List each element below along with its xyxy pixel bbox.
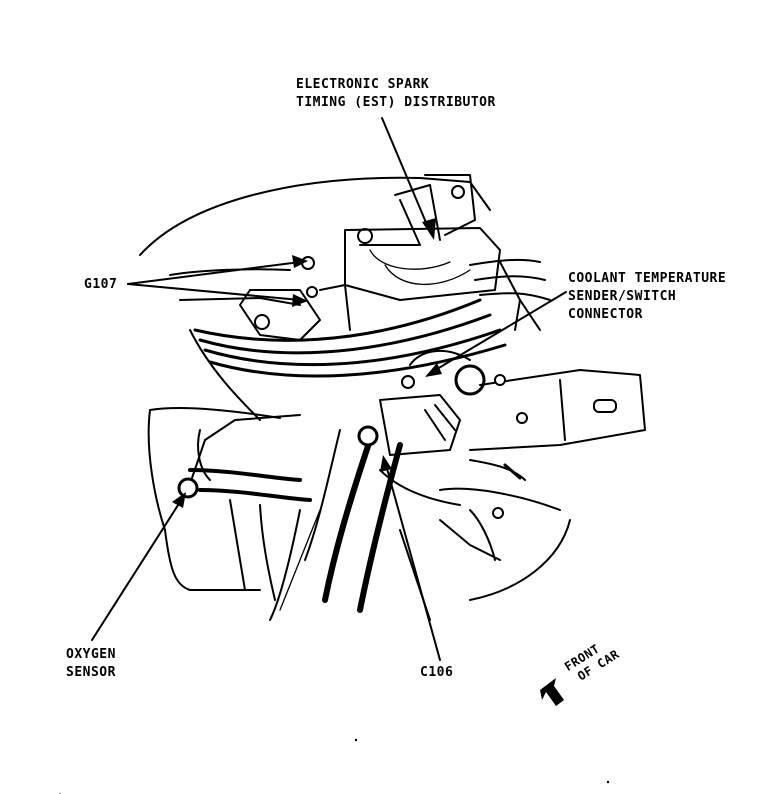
est-distributor-label-line2: TIMING (EST) DISTRIBUTOR — [296, 95, 496, 110]
front-of-car-arrow — [540, 678, 564, 706]
oxygen-sensor-label: OXYGEN SENSOR — [66, 646, 116, 682]
coolant-sender-label: COOLANT TEMPERATURE SENDER/SWITCH CONNEC… — [568, 270, 726, 324]
engine-drawing — [59, 174, 646, 794]
est-distributor-label: ELECTRONIC SPARK TIMING (EST) DISTRIBUTO… — [296, 76, 496, 112]
coolant-sender-label-line3: CONNECTOR — [568, 307, 643, 322]
c106-label: C106 — [420, 665, 454, 680]
leader-arrows — [91, 117, 567, 706]
coolant-sender-label-line1: COOLANT TEMPERATURE — [568, 271, 727, 286]
oxygen-sensor-label-line2: SENSOR — [66, 665, 116, 680]
est-distributor-label-line1: ELECTRONIC SPARK — [296, 77, 430, 92]
oxygen-sensor-label-line1: OXYGEN — [66, 647, 116, 662]
g107-label: G107 — [84, 277, 118, 292]
coolant-sender-label-line2: SENDER/SWITCH — [568, 289, 677, 304]
